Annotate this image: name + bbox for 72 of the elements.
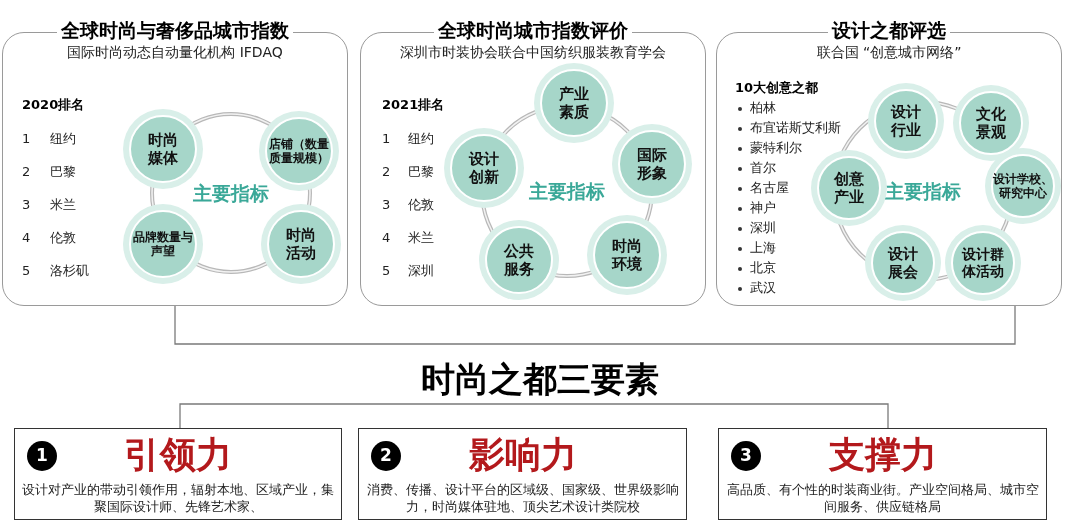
- panel-title: 全球时尚城市指数评价: [434, 18, 632, 42]
- rank-number: 4: [22, 229, 31, 247]
- indicator-label: 设计行业: [889, 103, 922, 139]
- indicator-label: 设计展会: [886, 245, 919, 281]
- panel-subtitle: 深圳市时装协会联合中国纺织服装教育学会: [400, 43, 666, 61]
- panel-subtitle: 联合国 “创意城市网络”: [816, 43, 962, 61]
- element-title: 影响力: [468, 433, 577, 477]
- section-title: 时尚之都三要素: [300, 355, 780, 403]
- rank-number: 2: [382, 163, 391, 181]
- number-badge: 1: [27, 441, 57, 471]
- indicator-label: 产业素质: [558, 85, 590, 121]
- city-name: 纽约: [50, 130, 76, 148]
- indicator-label: 时尚媒体: [147, 131, 179, 167]
- city-name: 米兰: [50, 196, 76, 214]
- element-card: [14, 428, 342, 520]
- ranking-heading: 2021排名: [382, 96, 445, 114]
- rank-number: 3: [22, 196, 31, 214]
- element-card: [718, 428, 1047, 520]
- indicator-label: 文化景观: [975, 105, 1007, 141]
- rank-number: 2: [22, 163, 31, 181]
- ring-label: 主要指标: [529, 176, 605, 206]
- indicator-label: 创意产业: [833, 170, 865, 206]
- city-name: 巴黎: [408, 163, 434, 181]
- panel-subtitle: 国际时尚动态自动量化机构 IFDAQ: [67, 43, 283, 61]
- city-name: 名古屋: [750, 179, 789, 197]
- indicator-label: 公共服务: [502, 242, 535, 278]
- city-name: 武汉: [750, 279, 776, 297]
- city-name: 巴黎: [50, 163, 76, 181]
- ring-label: 主要指标: [193, 178, 269, 208]
- rank-number: 4: [382, 229, 391, 247]
- city-name: 深圳: [408, 262, 434, 280]
- city-name: 北京: [750, 259, 776, 277]
- panel-title: 全球时尚与奢侈品城市指数: [57, 18, 293, 42]
- panel-title: 设计之都评选: [828, 18, 950, 42]
- city-name: 神户: [750, 199, 776, 217]
- list-heading: 10大创意之都: [735, 79, 819, 97]
- rank-number: 1: [382, 130, 391, 148]
- element-description: 设计对产业的带动引领作用，辐射本地、区域产业，集聚国际设计师、先锋艺术家、: [21, 481, 335, 515]
- city-name: 上海: [750, 239, 776, 257]
- city-name: 洛杉矶: [50, 262, 89, 280]
- indicator-label: 时尚活动: [285, 226, 317, 262]
- element-description: 高品质、有个性的时装商业街。产业空间格局、城市空间服务、供应链格局: [725, 481, 1040, 515]
- city-name: 柏林: [750, 99, 776, 117]
- ranking-heading: 2020排名: [22, 96, 85, 114]
- ring-label: 主要指标: [885, 176, 961, 206]
- number-badge: 2: [371, 441, 401, 471]
- city-name: 纽约: [408, 130, 434, 148]
- indicator-label: 设计创新: [467, 150, 500, 186]
- connector-line: [179, 403, 889, 429]
- indicator-label: 店铺（数量质量规模）: [268, 136, 330, 166]
- city-name: 首尔: [750, 159, 776, 177]
- rank-number: 3: [382, 196, 391, 214]
- city-name: 伦敦: [408, 196, 434, 214]
- city-name: 伦敦: [50, 229, 76, 247]
- indicator-label: 设计学校、研究中心: [991, 171, 1054, 201]
- element-title: 支撑力: [828, 433, 937, 477]
- indicator-label: 时尚环境: [610, 237, 643, 273]
- indicator-label: 品牌数量与声望: [132, 229, 194, 259]
- city-name: 深圳: [750, 219, 776, 237]
- city-name: 布宜诺斯艾利斯: [750, 119, 841, 137]
- number-badge: 3: [731, 441, 761, 471]
- rank-number: 1: [22, 130, 31, 148]
- indicator-label: 国际形象: [636, 146, 668, 182]
- indicator-label: 设计群体活动: [960, 246, 1005, 280]
- city-name: 蒙特利尔: [750, 139, 802, 157]
- element-title: 引领力: [124, 433, 232, 477]
- connector-line: [174, 305, 1016, 345]
- rank-number: 5: [382, 262, 391, 280]
- element-card: [358, 428, 687, 520]
- rank-number: 5: [22, 262, 31, 280]
- city-name: 米兰: [408, 229, 434, 247]
- element-description: 消费、传播、设计平台的区域级、国家级、世界级影响力，时尚媒体驻地、顶尖艺术设计类院校: [365, 481, 680, 515]
